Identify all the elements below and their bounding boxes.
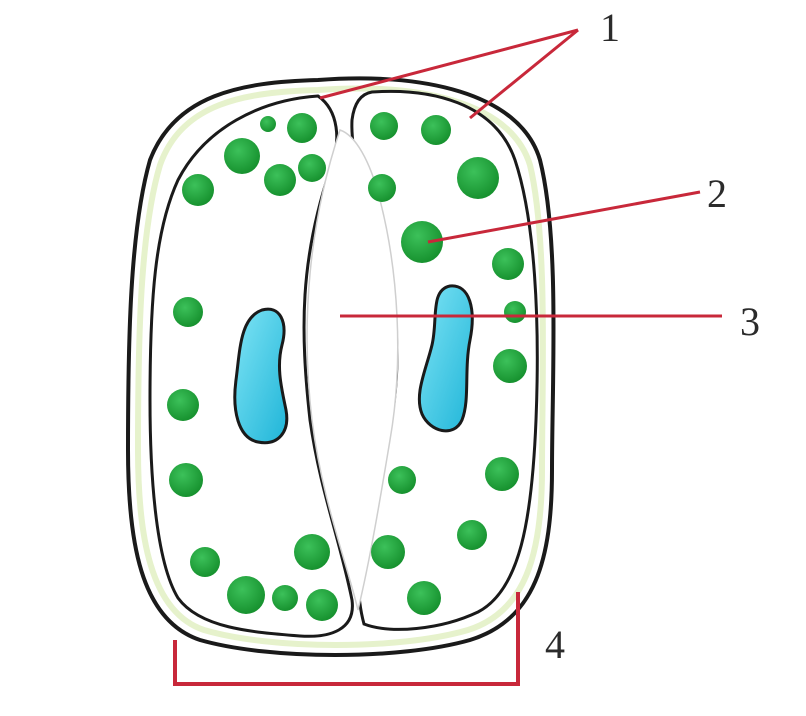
chloroplast-icon [169,463,203,497]
pointer-line-1a [319,28,579,100]
chloroplast-icon [421,115,451,145]
outer-cell-wall-inner [134,85,546,648]
chloroplast-icon [493,349,527,383]
chloroplast-icon [260,116,276,132]
label-3: 3 [740,299,760,344]
chloroplast-icon [272,585,298,611]
chloroplast-icon [306,589,338,621]
label-1: 1 [600,5,620,50]
chloroplast-icon [407,581,441,615]
chloroplast-icon [287,113,317,143]
chloroplast-icon [401,221,443,263]
label-4: 4 [545,622,565,667]
chloroplast-icon [224,138,260,174]
nucleus-icon [233,307,289,445]
chloroplast-icon [227,576,265,614]
chloroplasts-left [167,113,338,621]
chloroplast-icon [368,174,396,202]
chloroplast-icon [173,297,203,327]
chloroplast-icon [388,466,416,494]
chloroplast-icon [504,301,526,323]
chloroplast-icon [492,248,524,280]
chloroplast-icon [298,154,326,182]
label-2: 2 [707,171,727,216]
nucleus-icon [417,284,474,433]
bracket-4 [173,592,520,686]
chloroplast-icon [190,547,220,577]
chloroplast-icon [370,112,398,140]
chloroplast-icon [485,457,519,491]
pointer-line-2 [427,190,701,244]
chloroplast-icon [182,174,214,206]
chloroplast-icon [457,157,499,199]
chloroplast-icon [167,389,199,421]
chloroplast-icon [294,534,330,570]
chloroplasts-right [368,112,527,615]
pointer-line-1b [469,28,579,120]
chloroplast-icon [264,164,296,196]
stomatal-pore [306,129,399,611]
chloroplast-icon [457,520,487,550]
chloroplast-icon [371,535,405,569]
